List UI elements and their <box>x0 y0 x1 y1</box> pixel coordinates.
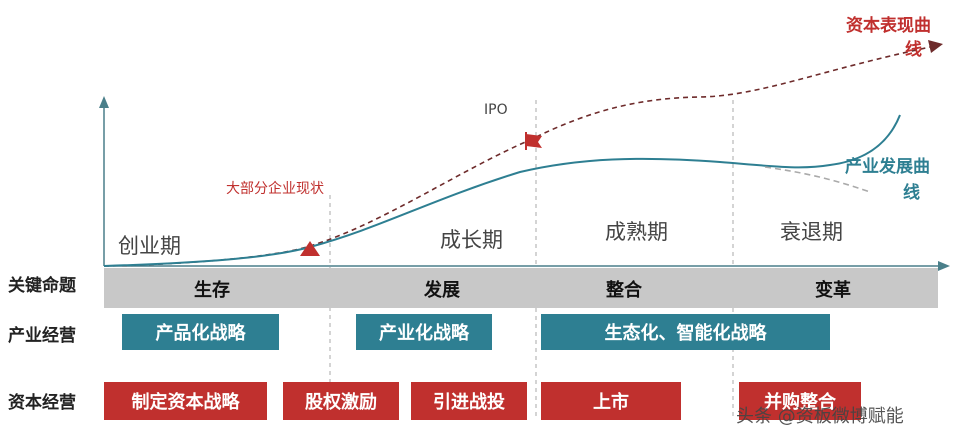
row-label-key-issue: 关键命题 <box>8 276 76 296</box>
capital-curve-arrow <box>928 40 943 53</box>
stage-growth: 成长期 <box>440 228 503 252</box>
key-issue-band <box>104 268 938 308</box>
industry-curve <box>103 114 901 267</box>
ipo-flag <box>525 132 542 150</box>
capital-box-merger: 并购整合 <box>739 382 861 420</box>
stage-mature: 成熟期 <box>605 220 668 244</box>
industry-box-product: 产品化战略 <box>122 314 279 350</box>
band-label-integrate: 整合 <box>606 280 642 301</box>
capital-box-equity: 股权激励 <box>283 382 399 420</box>
stage-startup: 创业期 <box>118 234 181 258</box>
x-axis-arrow <box>938 261 950 271</box>
current-position-marker <box>300 241 320 256</box>
industry-box-industrial: 产业化战略 <box>356 314 492 350</box>
capital-box-ipo: 上市 <box>541 382 681 420</box>
row-label-capital: 资本经营 <box>8 393 76 413</box>
industry-curve-label-line1: 产业发展曲 <box>845 157 930 177</box>
industry-curve-label-line2: 线 <box>903 183 920 203</box>
ipo-label: IPO <box>484 102 508 118</box>
y-axis-arrow <box>99 96 109 108</box>
capital-curve-label: 资本表现曲 线 <box>846 14 931 62</box>
band-label-transform: 变革 <box>815 280 851 301</box>
capital-curve-label-line2: 线 <box>905 40 922 60</box>
current-status-label: 大部分企业现状 <box>226 181 324 197</box>
band-label-develop: 发展 <box>424 280 460 301</box>
industry-box-ecology: 生态化、智能化战略 <box>541 314 830 350</box>
band-label-survive: 生存 <box>194 280 230 301</box>
row-label-industry: 产业经营 <box>8 326 76 346</box>
industry-curve-label: 产业发展曲 线 <box>845 154 930 206</box>
watermark: 头条 @资板微博赋能 <box>736 406 904 427</box>
capital-curve-label-line1: 资本表现曲 <box>846 16 931 36</box>
capital-box-investor: 引进战投 <box>411 382 527 420</box>
capital-box-strategy: 制定资本战略 <box>104 382 267 420</box>
decline-branch <box>764 166 871 193</box>
stage-decline: 衰退期 <box>780 220 843 244</box>
